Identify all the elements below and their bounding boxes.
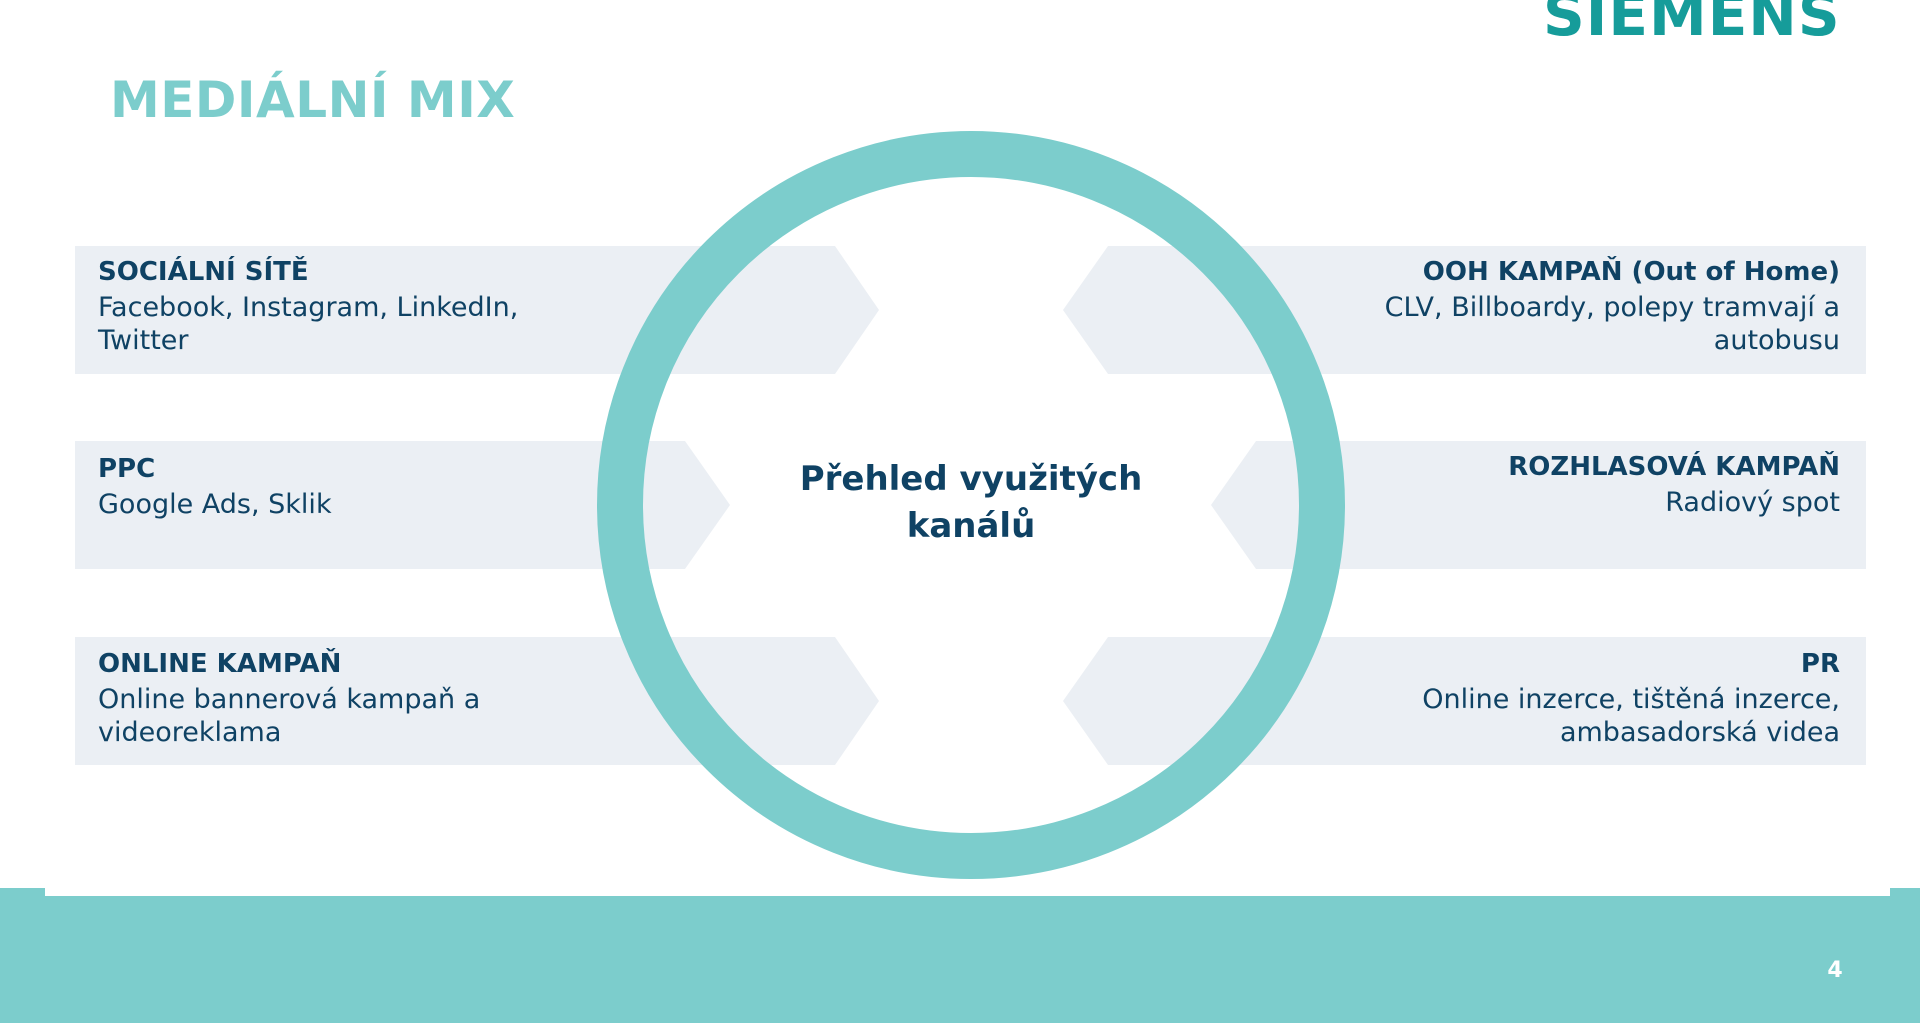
footer-notch [45,888,1890,896]
page-number: 4 [1827,958,1843,983]
card-body: Radiový spot [1665,487,1840,518]
card-body: CLV, Billboardy, polepy tramvají a autob… [1384,292,1840,356]
card-heading: ONLINE KAMPAŇ [98,649,342,679]
card-online-campaign: ONLINE KAMPAŇ Online bannerová kampaň a … [98,647,638,749]
center-label: Přehled využitých kanálů [799,459,1143,546]
slide-title: MEDIÁLNÍ MIX [110,71,516,129]
card-heading: SOCIÁLNÍ SÍTĚ [98,257,309,287]
card-pr: PR Online inzerce, tištěná inzerce, amba… [1300,647,1840,749]
card-social-networks: SOCIÁLNÍ SÍTĚ Facebook, Instagram, Linke… [98,255,638,357]
footer-band [0,888,1920,1023]
right-bar-2 [1211,441,1866,569]
center-ring [597,131,1345,879]
card-ppc: PPC Google Ads, Sklik [98,452,638,521]
card-heading: OOH KAMPAŇ (Out of Home) [1422,257,1840,287]
card-heading: PR [1800,649,1840,679]
card-body: Google Ads, Sklik [98,489,332,520]
card-heading: PPC [98,454,156,484]
card-heading: ROZHLASOVÁ KAMPAŇ [1508,452,1840,482]
card-body: Facebook, Instagram, LinkedIn, Twitter [98,292,519,356]
card-body: Online bannerová kampaň a videoreklama [98,684,481,748]
left-bar-2 [75,441,730,569]
siemens-logo: SIEMENS [1543,0,1841,49]
card-radio-campaign: ROZHLASOVÁ KAMPAŇ Radiový spot [1300,450,1840,519]
card-body: Online inzerce, tištěná inzerce, ambasad… [1422,684,1840,748]
card-ooh-campaign: OOH KAMPAŇ (Out of Home) CLV, Billboardy… [1300,255,1840,357]
